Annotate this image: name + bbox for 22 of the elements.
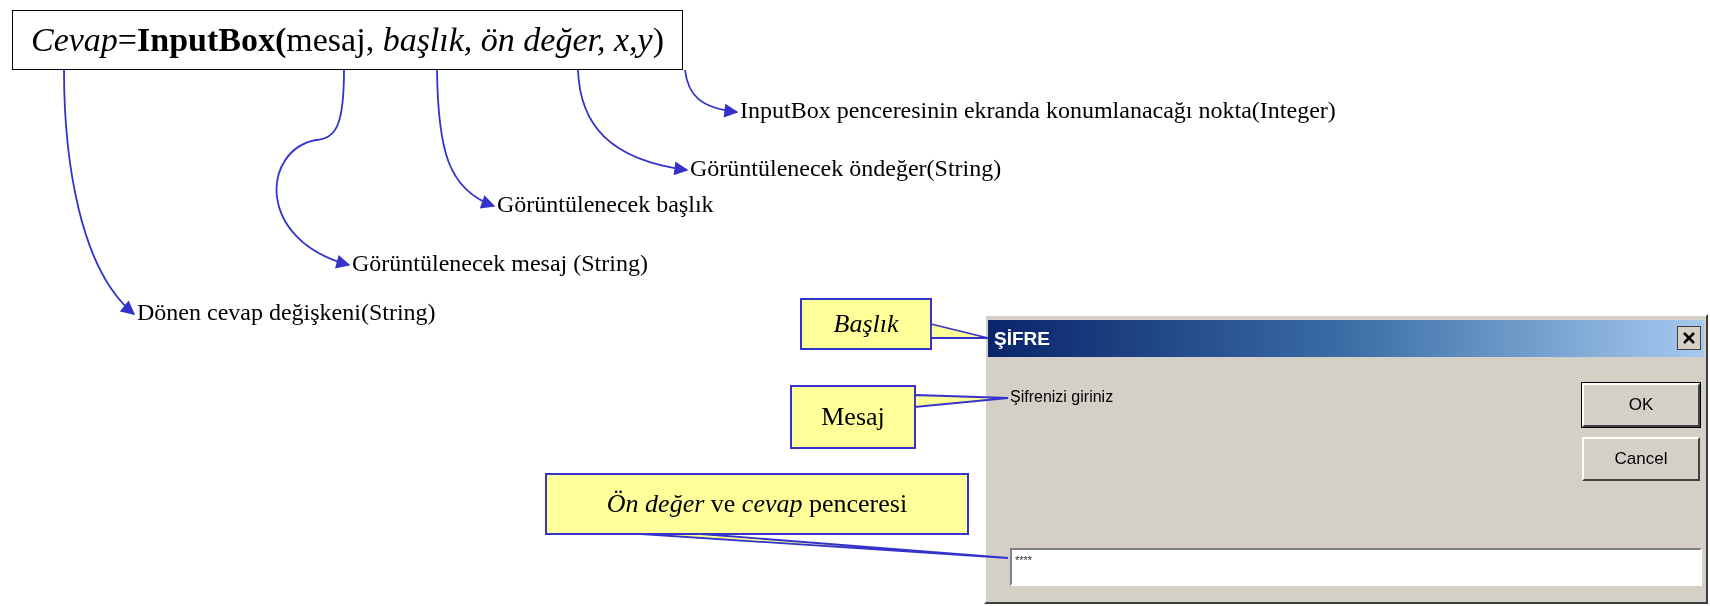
dialog-window <box>984 314 1708 604</box>
message-text: Şifrenizi giriniz <box>1010 388 1114 406</box>
input-field: **** <box>1010 548 1702 586</box>
cancel-button: Cancel <box>1582 437 1700 481</box>
ok-button: OK <box>1582 383 1700 427</box>
annotation-text: Görüntülenecek mesaj (String) <box>352 248 648 278</box>
callout-pointer <box>930 322 989 339</box>
arrow <box>684 69 739 118</box>
window-title: ŞİFRE <box>994 328 1050 350</box>
callout-pointer <box>640 533 1009 559</box>
callout-box: Başlık <box>800 298 932 350</box>
formula-box: Cevap=InputBox(mesaj, başlık, ön değer, x,y) <box>12 10 683 70</box>
callout-box: Mesaj <box>790 385 916 449</box>
arrow <box>436 69 496 208</box>
annotation-text: Dönen cevap değişkeni(String) <box>137 297 436 327</box>
annotation-text: Görüntülenecek öndeğer(String) <box>690 153 1002 183</box>
annotation-text: InputBox penceresinin ekranda konumlanacağı nokta(Integer) <box>740 95 1336 125</box>
annotation-text: Görüntülenecek başlık <box>497 189 714 219</box>
arrow <box>577 69 689 175</box>
arrow <box>63 69 135 315</box>
callout-pointer <box>914 394 1009 408</box>
arrow <box>276 69 351 268</box>
